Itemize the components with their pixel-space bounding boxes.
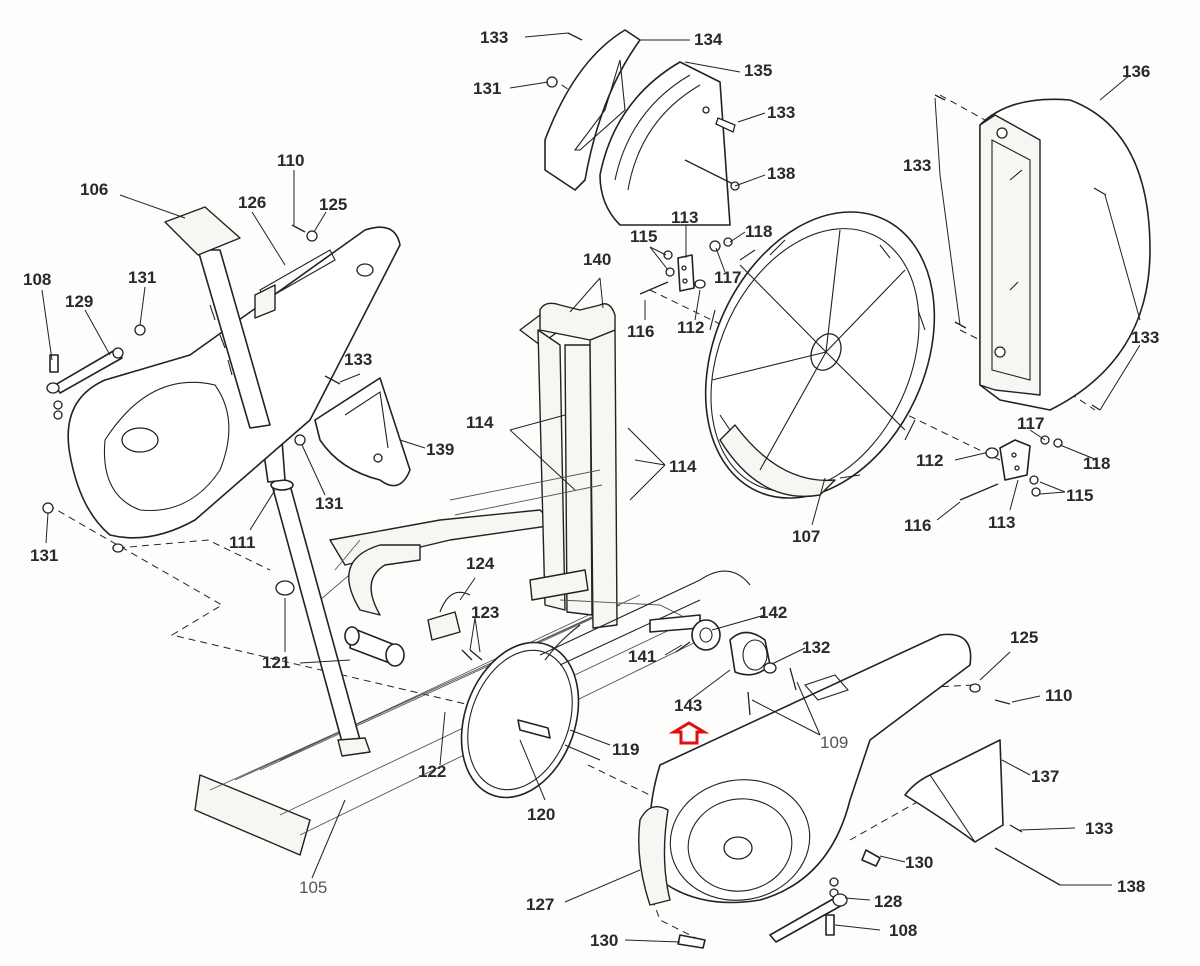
callout-132: 132 [802, 638, 830, 657]
callout-133: 133 [1131, 328, 1159, 347]
callout-131: 131 [473, 79, 501, 98]
callout-115: 115 [630, 227, 657, 246]
callout-133: 133 [903, 156, 931, 175]
callout-142: 142 [759, 603, 787, 622]
right-shroud [638, 633, 1011, 906]
pulley-121 [344, 626, 405, 667]
callout-118: 118 [745, 222, 772, 241]
callout-114: 114 [669, 457, 697, 476]
left-crank [46, 347, 124, 420]
callout-131: 131 [128, 268, 156, 287]
callout-120: 120 [527, 805, 555, 824]
callout-122: 122 [418, 762, 446, 781]
callout-126: 126 [238, 193, 266, 212]
hub-parts [649, 614, 797, 716]
callout-107: 107 [792, 527, 820, 546]
callout-128: 128 [874, 892, 902, 911]
frame-base [194, 302, 701, 856]
bracket-top [639, 237, 733, 295]
callout-141: 141 [628, 647, 656, 666]
cover-136 [979, 98, 1151, 411]
callout-131: 131 [30, 546, 58, 565]
callout-121: 121 [262, 653, 290, 672]
callout-112: 112 [677, 318, 704, 337]
callout-135: 135 [744, 61, 772, 80]
callout-130: 130 [905, 853, 933, 872]
callout-140: 140 [583, 250, 611, 269]
callout-116: 116 [627, 322, 654, 341]
callout-139: 139 [426, 440, 454, 459]
callout-137: 137 [1031, 767, 1059, 786]
callout-119: 119 [612, 740, 639, 759]
callout-112: 112 [916, 451, 943, 470]
callout-117: 117 [1017, 414, 1044, 433]
callout-108: 108 [889, 921, 917, 940]
callout-106: 106 [80, 180, 108, 199]
callout-143: 143 [674, 696, 702, 715]
right-screws [934, 94, 1107, 411]
callout-labels: 133 134 131 135 133 138 136 133 133 110 … [23, 28, 1159, 950]
callout-117: 117 [714, 268, 741, 287]
callout-130: 130 [590, 931, 618, 950]
callout-108: 108 [23, 270, 51, 289]
callout-114: 114 [466, 413, 494, 432]
callout-138: 138 [767, 164, 795, 183]
callout-129: 129 [65, 292, 93, 311]
callout-127: 127 [526, 895, 554, 914]
callout-133: 133 [767, 103, 795, 122]
guard-137 [904, 739, 1061, 886]
callout-125: 125 [319, 195, 347, 214]
right-crank [677, 849, 881, 949]
callout-105: 105 [299, 878, 327, 897]
callout-133: 133 [480, 28, 508, 47]
callout-131: 131 [315, 494, 343, 513]
callout-110: 110 [277, 151, 304, 170]
callout-134: 134 [694, 30, 723, 49]
callout-118: 118 [1083, 454, 1110, 473]
callout-110: 110 [1045, 686, 1072, 705]
top-covers [544, 29, 740, 226]
chain-and-chainring [460, 570, 751, 799]
highlight-arrow-icon [668, 721, 710, 745]
callout-109: 109 [820, 733, 848, 752]
callout-125: 125 [1010, 628, 1038, 647]
callout-116: 116 [904, 516, 931, 535]
callout-133: 133 [1085, 819, 1113, 838]
tension-knob [427, 591, 483, 661]
bracket-bottom [959, 435, 1063, 501]
callout-124: 124 [466, 554, 495, 573]
callout-123: 123 [471, 603, 499, 622]
guard-139 [314, 377, 411, 487]
left-hardware [42, 224, 341, 596]
callout-113: 113 [988, 513, 1015, 532]
left-shroud [67, 206, 401, 539]
leader-lines [41, 32, 1141, 943]
callout-133: 133 [344, 350, 372, 369]
callout-113: 113 [671, 208, 698, 227]
callout-115: 115 [1066, 486, 1093, 505]
callout-136: 136 [1122, 62, 1150, 81]
callout-111: 111 [229, 533, 256, 552]
flywheel [704, 211, 936, 499]
callout-138: 138 [1117, 877, 1145, 896]
